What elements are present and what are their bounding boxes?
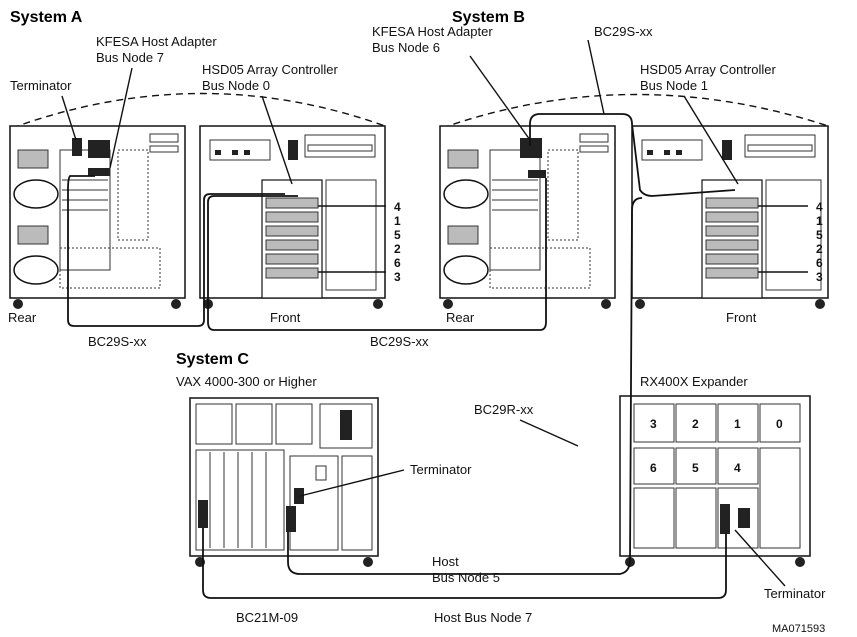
- system-c-host-connector: [286, 506, 296, 532]
- expander-bay-5: 5: [692, 461, 699, 475]
- system-a-dashed-outline: [12, 93, 385, 128]
- system-b-controller-label-1: HSD05 Array Controller: [640, 62, 776, 77]
- system-b-drive-3: 3: [816, 270, 823, 284]
- system-b-cable-top-label: BC29S-xx: [594, 24, 653, 39]
- system-b-controller-label-2: Bus Node 1: [640, 78, 708, 93]
- system-a-front-cabinet: [200, 126, 385, 309]
- system-c-left-connector: [198, 500, 208, 528]
- system-c-terminator-label: Terminator: [410, 462, 472, 477]
- system-a-front-label: Front: [270, 310, 301, 325]
- system-c-host-label-2: Bus Node 5: [432, 570, 500, 585]
- system-a-controller-label-1: HSD05 Array Controller: [202, 62, 338, 77]
- expander-bay-6: 6: [650, 461, 657, 475]
- system-a-terminator-block: [72, 138, 82, 156]
- system-a-drive-1: 1: [394, 214, 401, 228]
- system-b-drive-6: 6: [816, 256, 823, 270]
- cable-middle-lower-label: BC29S-xx: [370, 334, 429, 349]
- system-a-rear-label: Rear: [8, 310, 37, 325]
- system-b-adapter-block: [520, 138, 542, 158]
- figure-id: MA071593: [772, 623, 825, 635]
- cable-bc29r-label: BC29R-xx: [474, 402, 534, 417]
- system-a-drive-3: 3: [394, 270, 401, 284]
- system-a-terminator-label: Terminator: [10, 78, 72, 93]
- cable-left-lower-label: BC29S-xx: [88, 334, 147, 349]
- system-b-drive-1: 1: [816, 214, 823, 228]
- system-b-drive-4: 4: [816, 200, 823, 214]
- system-b-drive-5: 5: [816, 228, 823, 242]
- expander-bay-4: 4: [734, 461, 741, 475]
- system-b-adapter-label-2: Bus Node 6: [372, 40, 440, 55]
- system-c-cabinet: [190, 398, 378, 567]
- expander-bay-3: 3: [650, 417, 657, 431]
- system-a-drive-4: 4: [394, 200, 401, 214]
- system-b-front-label: Front: [726, 310, 757, 325]
- system-b-rear-cabinet: [440, 126, 615, 309]
- system-b-front-cabinet: [632, 126, 828, 309]
- system-a-drive-2: 2: [394, 242, 401, 256]
- system-a-rear-cabinet: [10, 126, 185, 309]
- expander-title: RX400X Expander: [640, 374, 748, 389]
- system-c-heading: System C: [176, 351, 249, 368]
- expander-bay-2: 2: [692, 417, 699, 431]
- expander-bay-1: 1: [734, 417, 741, 431]
- leader-bc29s-top: [588, 40, 604, 114]
- system-b-rear-label: Rear: [446, 310, 475, 325]
- system-c-model-label: VAX 4000-300 or Higher: [176, 374, 317, 389]
- system-a-drive-5: 5: [394, 228, 401, 242]
- host-bus-node7-label: Host Bus Node 7: [434, 610, 532, 625]
- system-a-heading: System A: [10, 9, 83, 26]
- system-b-dashed-outline: [442, 94, 828, 128]
- expander-terminator-block: [720, 504, 730, 534]
- system-b-drive-2: 2: [816, 242, 823, 256]
- system-a-adapter-label-1: KFESA Host Adapter: [96, 34, 217, 49]
- system-b-adapter-label-1: KFESA Host Adapter: [372, 24, 493, 39]
- system-a-drive-6: 6: [394, 256, 401, 270]
- system-a-controller-label-2: Bus Node 0: [202, 78, 270, 93]
- expander-bay-0: 0: [776, 417, 783, 431]
- cable-bc21m-label: BC21M-09: [236, 610, 298, 625]
- system-c-host-label-1: Host: [432, 554, 459, 569]
- system-a-adapter-label-2: Bus Node 7: [96, 50, 164, 65]
- expander-terminator-label: Terminator: [764, 586, 826, 601]
- leader-bc29r: [520, 420, 578, 446]
